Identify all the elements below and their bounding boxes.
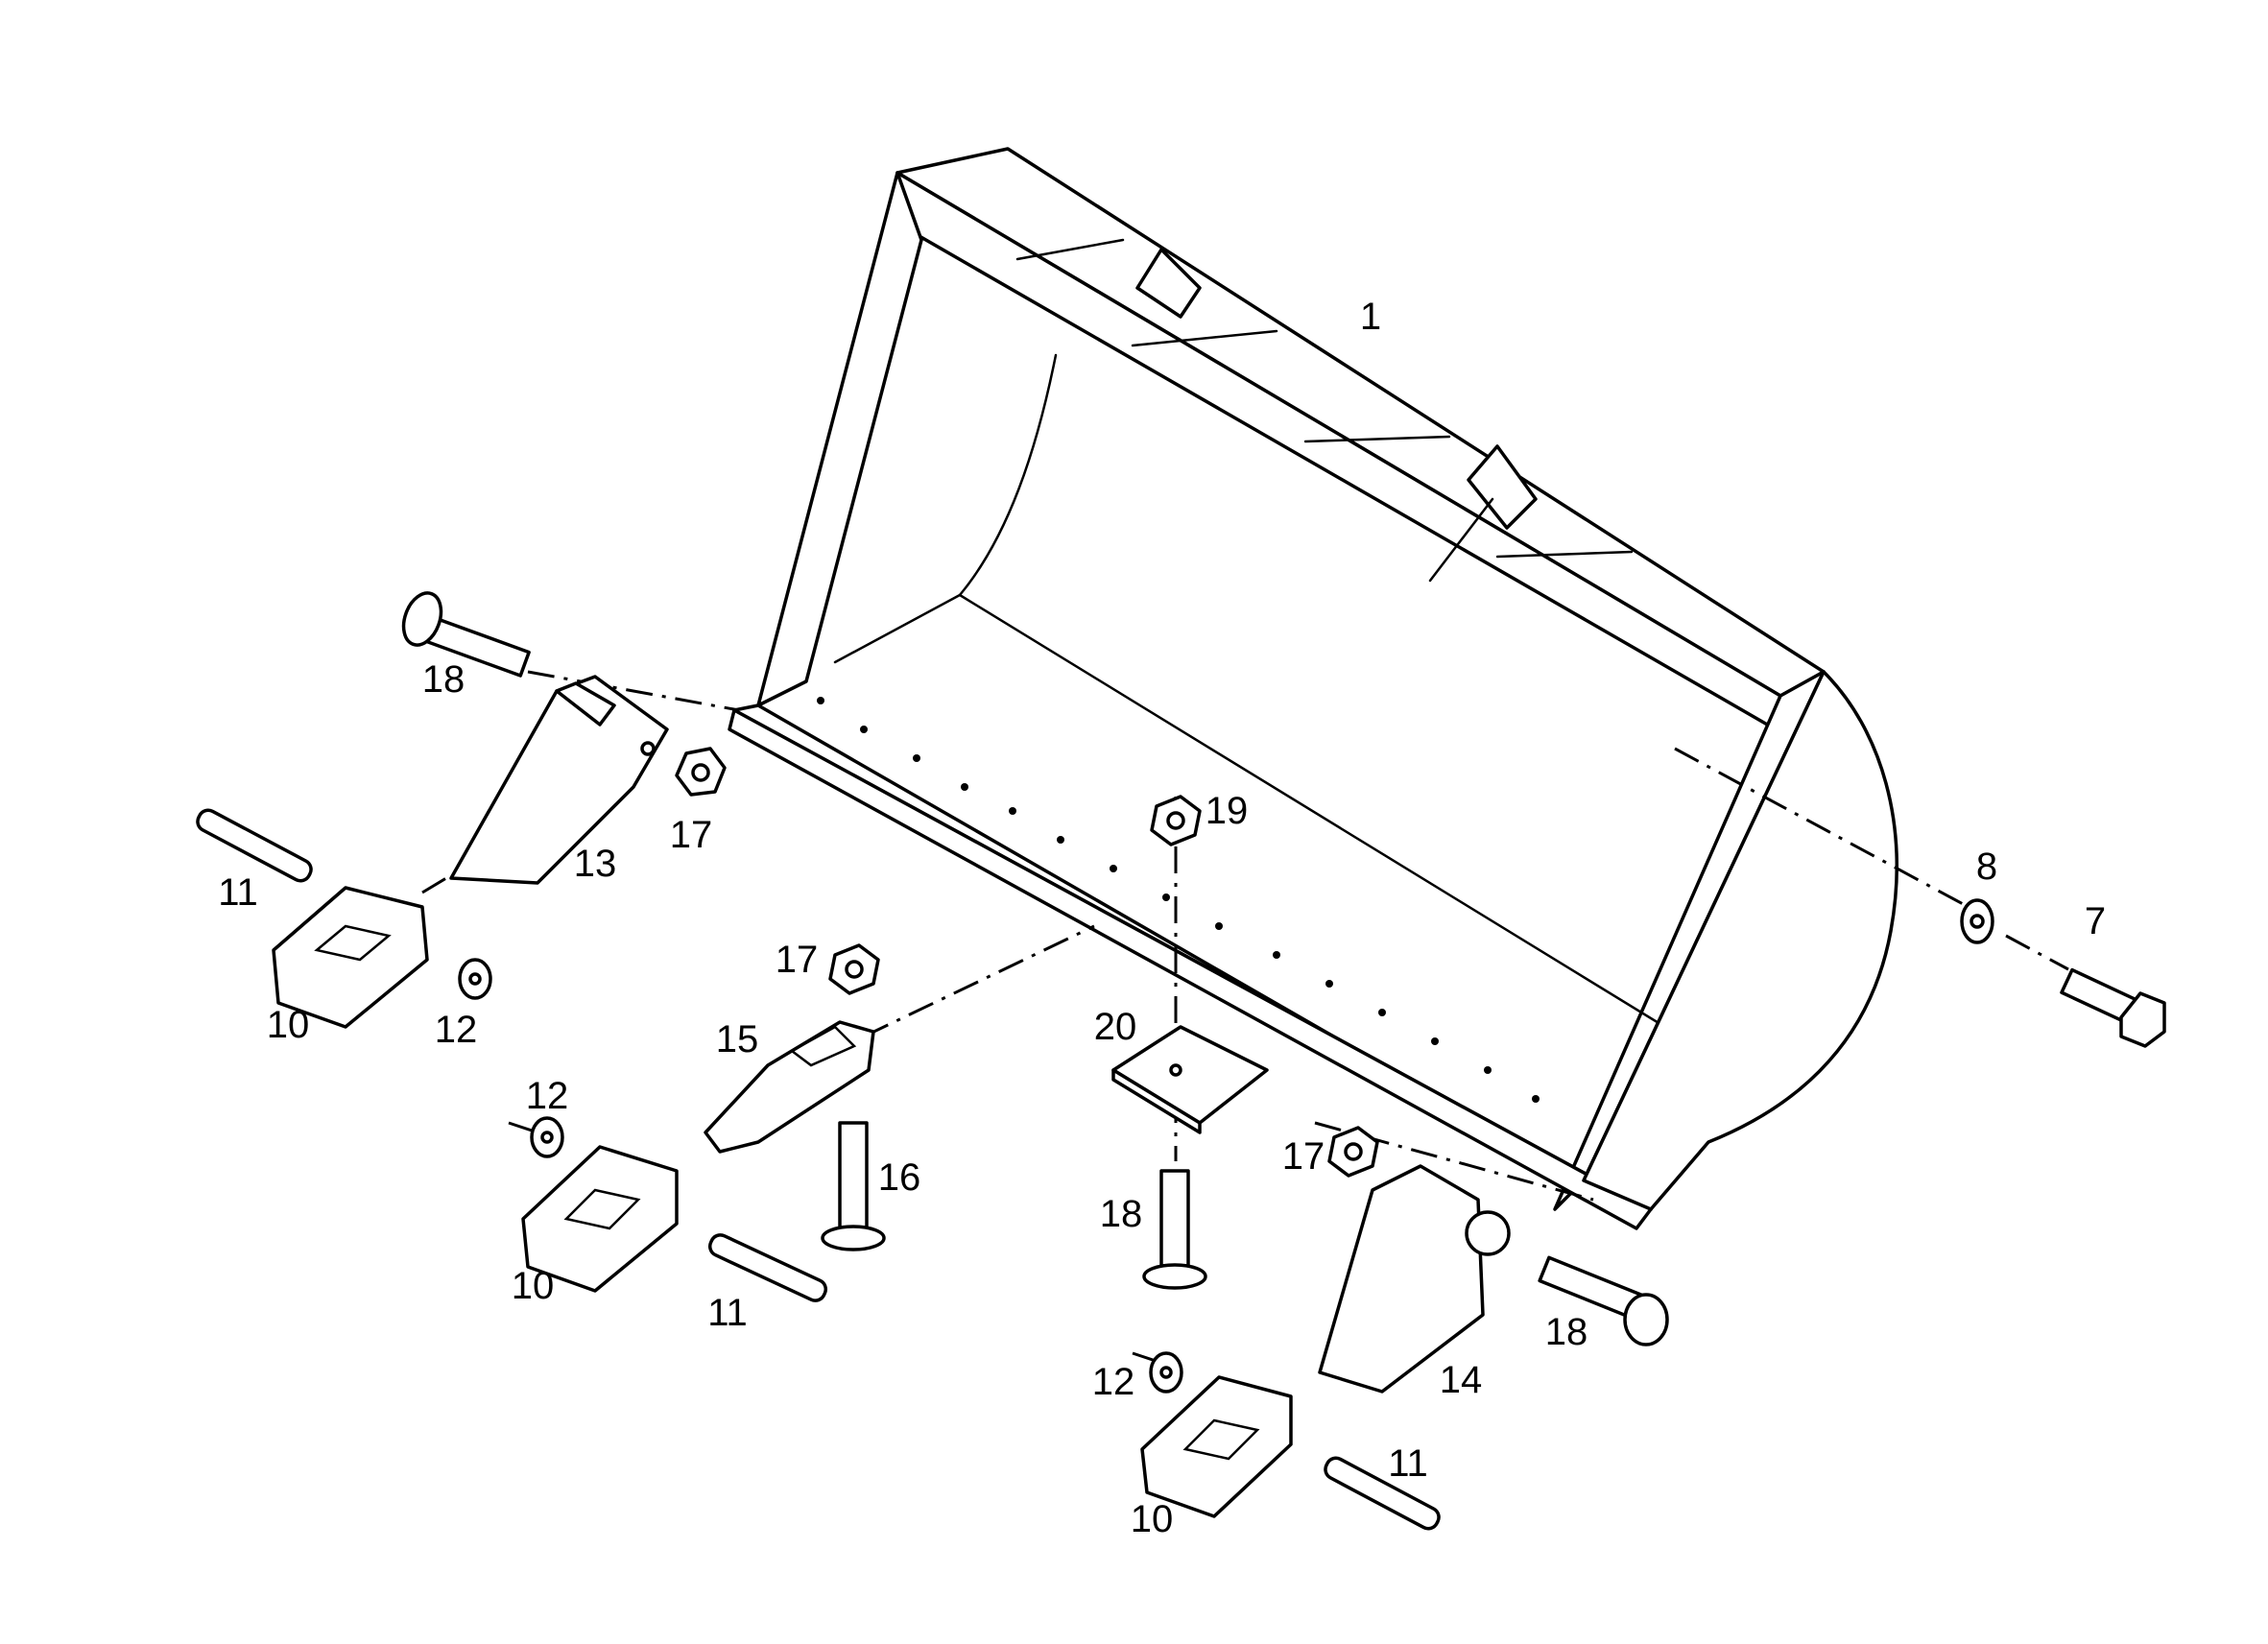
bolt-18-bottom [1142, 1169, 1207, 1290]
adapter-14 [1318, 1164, 1511, 1394]
callout-18-left: 18 [421, 658, 466, 701]
tooth-10-left [272, 886, 429, 1029]
bolt-7 [2060, 967, 2166, 1048]
plate-20 [1111, 1025, 1269, 1134]
callout-10-middle: 10 [511, 1265, 555, 1307]
bolt-16 [821, 1121, 886, 1251]
nut-17-middle [828, 943, 880, 995]
adapter-15 [704, 1020, 875, 1154]
pin-11-right [1324, 1456, 1441, 1531]
callout-11-middle: 11 [707, 1292, 748, 1334]
callout-18-bottom: 18 [1099, 1193, 1143, 1235]
bolt-18-left [401, 591, 531, 678]
callout-17-left: 17 [669, 814, 713, 856]
pin-11-middle [707, 1233, 828, 1302]
bucket [728, 147, 1898, 1230]
callout-15: 15 [715, 1018, 759, 1060]
callout-14: 14 [1439, 1359, 1483, 1401]
washer-8 [1960, 898, 1994, 944]
adapter-13 [449, 675, 669, 885]
tooth-10-middle [521, 1145, 679, 1293]
washer-12-left [458, 958, 492, 1000]
callout-12-middle: 12 [525, 1075, 569, 1117]
nut-19 [1150, 795, 1202, 846]
washer-12-right [1149, 1351, 1183, 1394]
nut-17-left [675, 747, 727, 797]
callout-20: 20 [1093, 1006, 1137, 1048]
callout-17-right: 17 [1281, 1135, 1325, 1178]
callout-12-left: 12 [434, 1009, 478, 1051]
callout-8: 8 [1975, 846, 1998, 888]
callout-19: 19 [1205, 790, 1249, 832]
callout-17-middle: 17 [775, 939, 819, 981]
cutting-edge-holes [817, 697, 1540, 1103]
pin-11-left [196, 808, 313, 883]
callout-16: 16 [877, 1156, 921, 1199]
tooth-10-right [1140, 1375, 1293, 1518]
nut-17-right [1327, 1126, 1379, 1178]
callout-10-right: 10 [1130, 1498, 1174, 1540]
callout-18-right: 18 [1544, 1311, 1588, 1353]
callout-12-right: 12 [1091, 1361, 1135, 1403]
callout-11-right: 11 [1388, 1442, 1428, 1485]
bolt-18-right [1538, 1255, 1669, 1346]
callout-11-left: 11 [218, 871, 258, 914]
washer-12-middle [530, 1116, 564, 1158]
callout-13: 13 [573, 843, 617, 885]
callout-10-left: 10 [266, 1004, 310, 1046]
callout-1: 1 [1359, 296, 1382, 338]
callout-7: 7 [2084, 900, 2107, 942]
